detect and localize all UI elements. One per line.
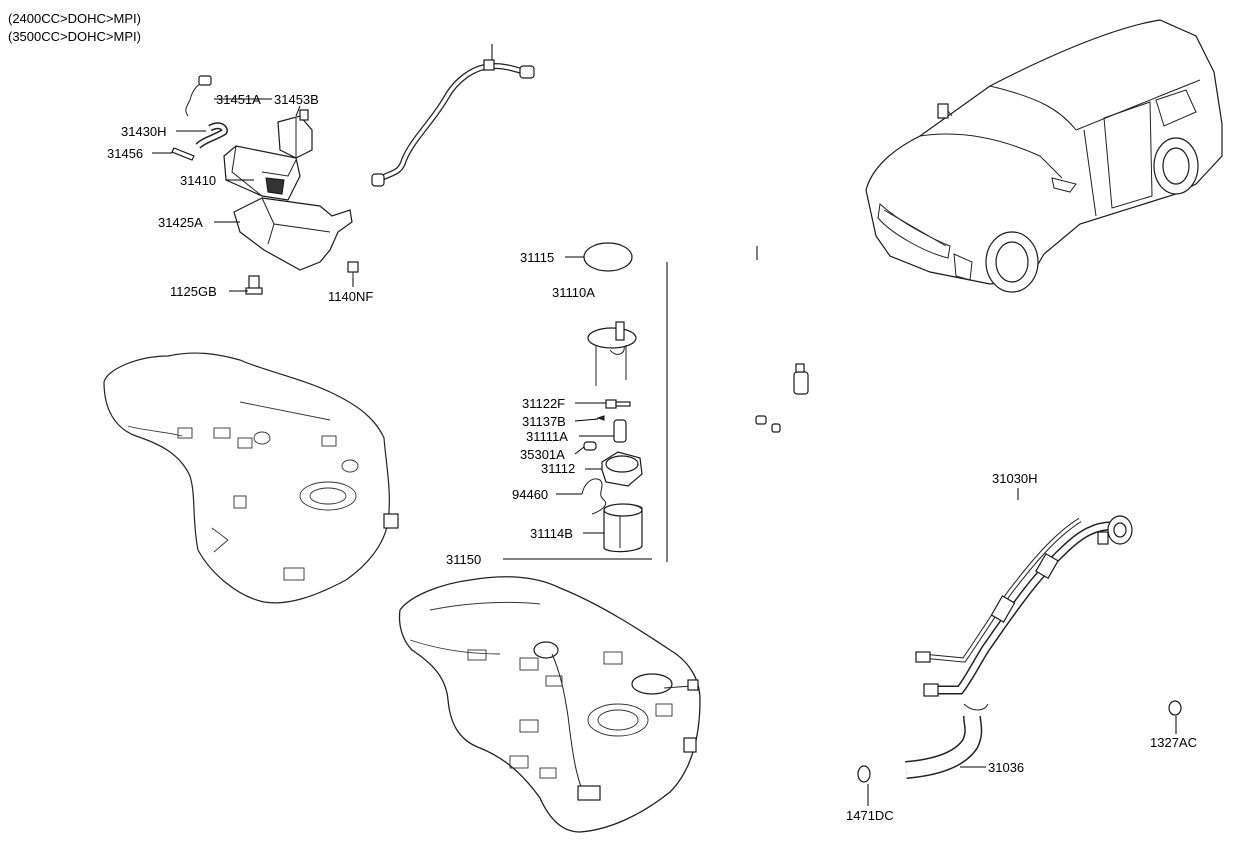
canister-assembly[interactable] <box>171 75 359 295</box>
label-31430H: 31430H <box>121 124 167 139</box>
label-31114B: 31114B <box>530 526 573 541</box>
vapor-hose[interactable] <box>371 44 535 187</box>
label-31036: 31036 <box>988 760 1024 775</box>
label-31115: 31115 <box>520 250 554 265</box>
label-1327AC: 1327AC <box>1150 735 1197 750</box>
label-31150: 31150 <box>446 552 481 567</box>
label-31110A: 31110A <box>552 285 595 300</box>
label-31122F: 31122F <box>522 396 565 411</box>
label-31451A: 31451A <box>216 92 261 107</box>
label-31137B: 31137B <box>522 414 566 429</box>
spare-pump-parts[interactable] <box>755 363 809 433</box>
label-1471DC: 1471DC <box>846 808 894 823</box>
label-31111A: 31111A <box>526 429 568 444</box>
label-31425A: 31425A <box>158 215 203 230</box>
engine-variant-1: (2400CC>DOHC>MPI) <box>8 11 141 26</box>
label-1125GB: 1125GB <box>170 284 217 299</box>
label-31410: 31410 <box>180 173 216 188</box>
label-1140NF: 1140NF <box>328 289 373 304</box>
fuel-pump-assembly[interactable] <box>581 242 643 553</box>
fuel-tank-left[interactable] <box>103 352 399 604</box>
fuel-tank-main[interactable] <box>398 576 701 833</box>
label-35301A: 35301A <box>520 447 565 462</box>
label-31453B: 31453B <box>274 92 319 107</box>
filler-hose[interactable] <box>857 700 1182 783</box>
label-31030H: 31030H <box>992 471 1038 486</box>
filler-neck[interactable] <box>915 515 1133 711</box>
label-31456: 31456 <box>107 146 143 161</box>
label-31112: 31112 <box>541 461 575 476</box>
vehicle-suv <box>865 19 1223 293</box>
engine-variant-2: (3500CC>DOHC>MPI) <box>8 29 141 44</box>
label-94460: 94460 <box>512 487 548 502</box>
